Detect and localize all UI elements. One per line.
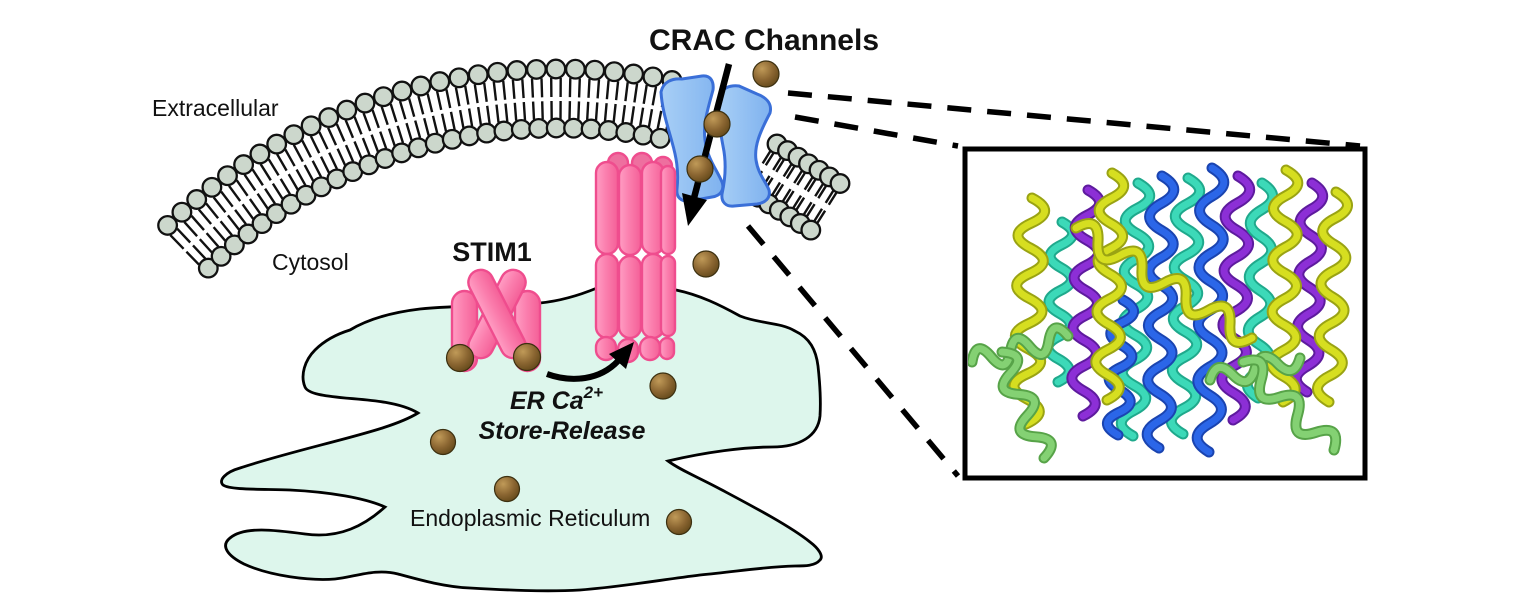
lipid-head [197, 257, 219, 279]
lipid-head [441, 128, 463, 150]
ribbon-helix-green [1239, 356, 1340, 454]
calcium-ions [429, 60, 780, 536]
lipid-head [525, 58, 547, 80]
lipid-head [223, 234, 245, 256]
lipid-head [493, 120, 515, 142]
lipid-head [201, 176, 223, 198]
lipid-head [249, 143, 271, 165]
er-calcium-label-text: ER Ca [510, 387, 584, 415]
extracellular-label: Extracellular [152, 95, 279, 121]
inset-callout-lines [745, 90, 1361, 478]
lipid-head [266, 133, 288, 155]
lipid-head [506, 60, 528, 81]
lipid-head [476, 122, 498, 144]
lipid-head [280, 193, 302, 215]
store-release-label: Store-Release [479, 417, 646, 445]
calcium-ion [686, 155, 714, 183]
calcium-ion [493, 475, 521, 503]
lipid-head [251, 213, 273, 235]
store-release-arrow [545, 342, 634, 382]
er-calcium-label: ER Ca2+ [510, 383, 603, 415]
lipid-head [300, 115, 322, 137]
lipid-head [217, 165, 238, 187]
lipid-head [318, 107, 340, 129]
lipid-head [448, 67, 470, 89]
lipid-head [186, 189, 208, 210]
ribbon-helix-blue [1143, 172, 1178, 452]
calcium-ion [445, 343, 475, 373]
crac-channel-right-subunit [716, 84, 772, 208]
lipid-head [623, 63, 645, 85]
lipid-head [598, 120, 619, 141]
crac-channel-ribbon-structure [968, 162, 1353, 464]
lipid-head [391, 80, 413, 102]
crac-channel [659, 74, 772, 208]
ribbon-helix-teal [1044, 218, 1077, 386]
diagram-title: CRAC Channels [649, 24, 879, 57]
lipid-head [210, 245, 232, 267]
lipid-head [265, 203, 287, 225]
stim1-oligomer-bundle [594, 151, 677, 364]
plasma-membrane-bilayer [157, 58, 683, 279]
calcium-ion [692, 250, 720, 278]
arrowhead [682, 193, 707, 226]
lipid-head [584, 59, 606, 81]
calcium-ion [512, 342, 542, 372]
ribbon-helix-yellow [1092, 169, 1128, 404]
ribbon-helix-purple [1218, 172, 1254, 424]
ribbon-helix-green [1206, 352, 1304, 386]
lipid-head [283, 124, 305, 146]
lipid-head [563, 117, 585, 139]
lipid-head [580, 118, 602, 140]
lipid-head [615, 122, 637, 143]
lipid-head [642, 66, 664, 88]
lipid-head [424, 132, 446, 154]
lipid-head [237, 223, 259, 245]
cytosol-label: Cytosol [272, 249, 349, 275]
lipid-head [458, 125, 480, 147]
lipid-tails [169, 77, 677, 266]
lipid-head [429, 71, 451, 93]
ribbon-helix-green [968, 324, 1072, 369]
lipid-head [632, 124, 654, 146]
er-name-label: Endoplasmic Reticulum [410, 505, 650, 531]
ribbon-helix-purple [1292, 179, 1327, 396]
lipid-head [564, 58, 586, 80]
lipid-head [233, 154, 255, 176]
ribbon-helix-green [998, 348, 1055, 462]
er-calcium-superscript: 2+ [583, 383, 603, 402]
ribbon-helix-yellow [1314, 188, 1351, 406]
arrowhead [609, 342, 634, 369]
lipid-head [545, 58, 567, 80]
calcium-ion [429, 428, 457, 456]
ribbon-helix-yellow [1072, 220, 1256, 346]
lipid-head [336, 99, 358, 121]
calcium-ion [752, 60, 780, 88]
callout-line-middle [794, 114, 959, 149]
lipid-head [487, 61, 508, 83]
calcium-ion [665, 508, 693, 536]
lipid-head [171, 201, 193, 223]
ribbon-helix-blue [1103, 296, 1138, 439]
callout-line-top [787, 90, 1361, 149]
callout-line-bottom [745, 224, 961, 478]
lipid-head [157, 214, 179, 236]
lipid-head [410, 75, 432, 97]
lipid-head [800, 219, 822, 241]
lipid-head [545, 117, 567, 139]
lipid-head [354, 92, 376, 114]
ribbon-helix-yellow [1010, 194, 1049, 428]
lipid-head [649, 127, 671, 149]
stim1-label: STIM1 [452, 237, 532, 267]
lipid-head [528, 117, 550, 139]
lipid-head [829, 173, 851, 194]
lipid-head [467, 64, 489, 86]
lipid-head [603, 61, 625, 83]
calcium-ion [703, 110, 731, 138]
lipid-head [510, 118, 532, 140]
lipid-head [407, 137, 429, 159]
calcium-ion [649, 372, 677, 400]
lipid-head [372, 86, 394, 108]
